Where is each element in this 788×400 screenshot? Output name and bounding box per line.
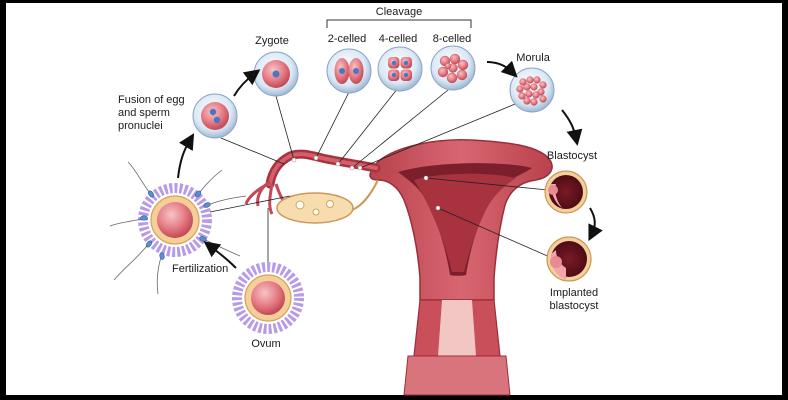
cleavage-label: Cleavage bbox=[375, 6, 423, 18]
four-celled-label: 4-celled bbox=[378, 33, 418, 45]
fusion-cell bbox=[192, 93, 238, 139]
pointer-dots bbox=[291, 155, 441, 211]
follicle bbox=[326, 200, 334, 208]
implanted-blastocyst-label: Implanted blastocyst bbox=[549, 287, 599, 312]
zygote-cell bbox=[253, 51, 299, 97]
fusion-label: Fusion of egg and sperm pronuclei bbox=[118, 94, 185, 132]
eight-celled-label: 8-celled bbox=[432, 33, 472, 45]
zygote-label: Zygote bbox=[255, 35, 289, 47]
two-celled-label: 2-celled bbox=[327, 33, 367, 45]
fertilization-label: Fertilization bbox=[172, 263, 229, 275]
arrow-fertilization-to-fusion bbox=[177, 133, 195, 179]
morula-label: Morula bbox=[516, 52, 550, 64]
blastocyst-cell bbox=[544, 170, 588, 214]
vagina bbox=[403, 355, 511, 396]
ovarian-ligament bbox=[351, 179, 379, 211]
arrow-8cell-to-morula bbox=[486, 60, 518, 78]
follicle bbox=[295, 200, 305, 210]
follicle bbox=[312, 208, 320, 216]
arrow-morula-to-blastocyst bbox=[561, 109, 583, 146]
sperm-heads bbox=[140, 190, 211, 260]
blastocyst-label: Blastocyst bbox=[546, 150, 598, 162]
cleavage-bracket bbox=[326, 19, 472, 28]
fallopian-tube bbox=[244, 149, 381, 215]
ovary bbox=[276, 192, 354, 224]
fertilization-egg bbox=[138, 183, 212, 257]
process-arrows bbox=[177, 60, 603, 269]
endometrium bbox=[414, 173, 516, 272]
cervical-canal bbox=[438, 300, 476, 356]
morula-cell bbox=[509, 67, 555, 113]
arrow-fusion-to-zygote bbox=[233, 69, 261, 97]
ovum-cell bbox=[232, 262, 304, 334]
implanted-blastocyst-cell bbox=[546, 236, 592, 282]
four-celled-stage bbox=[377, 46, 423, 92]
pointer-lines bbox=[209, 87, 553, 268]
arrow-ovum-to-fertilization bbox=[203, 241, 237, 269]
uterus bbox=[369, 139, 553, 396]
ovum-label: Ovum bbox=[251, 338, 281, 350]
two-celled-stage bbox=[326, 48, 372, 94]
eight-celled-stage bbox=[430, 45, 476, 91]
arrow-blastocyst-to-implanted bbox=[588, 207, 603, 242]
